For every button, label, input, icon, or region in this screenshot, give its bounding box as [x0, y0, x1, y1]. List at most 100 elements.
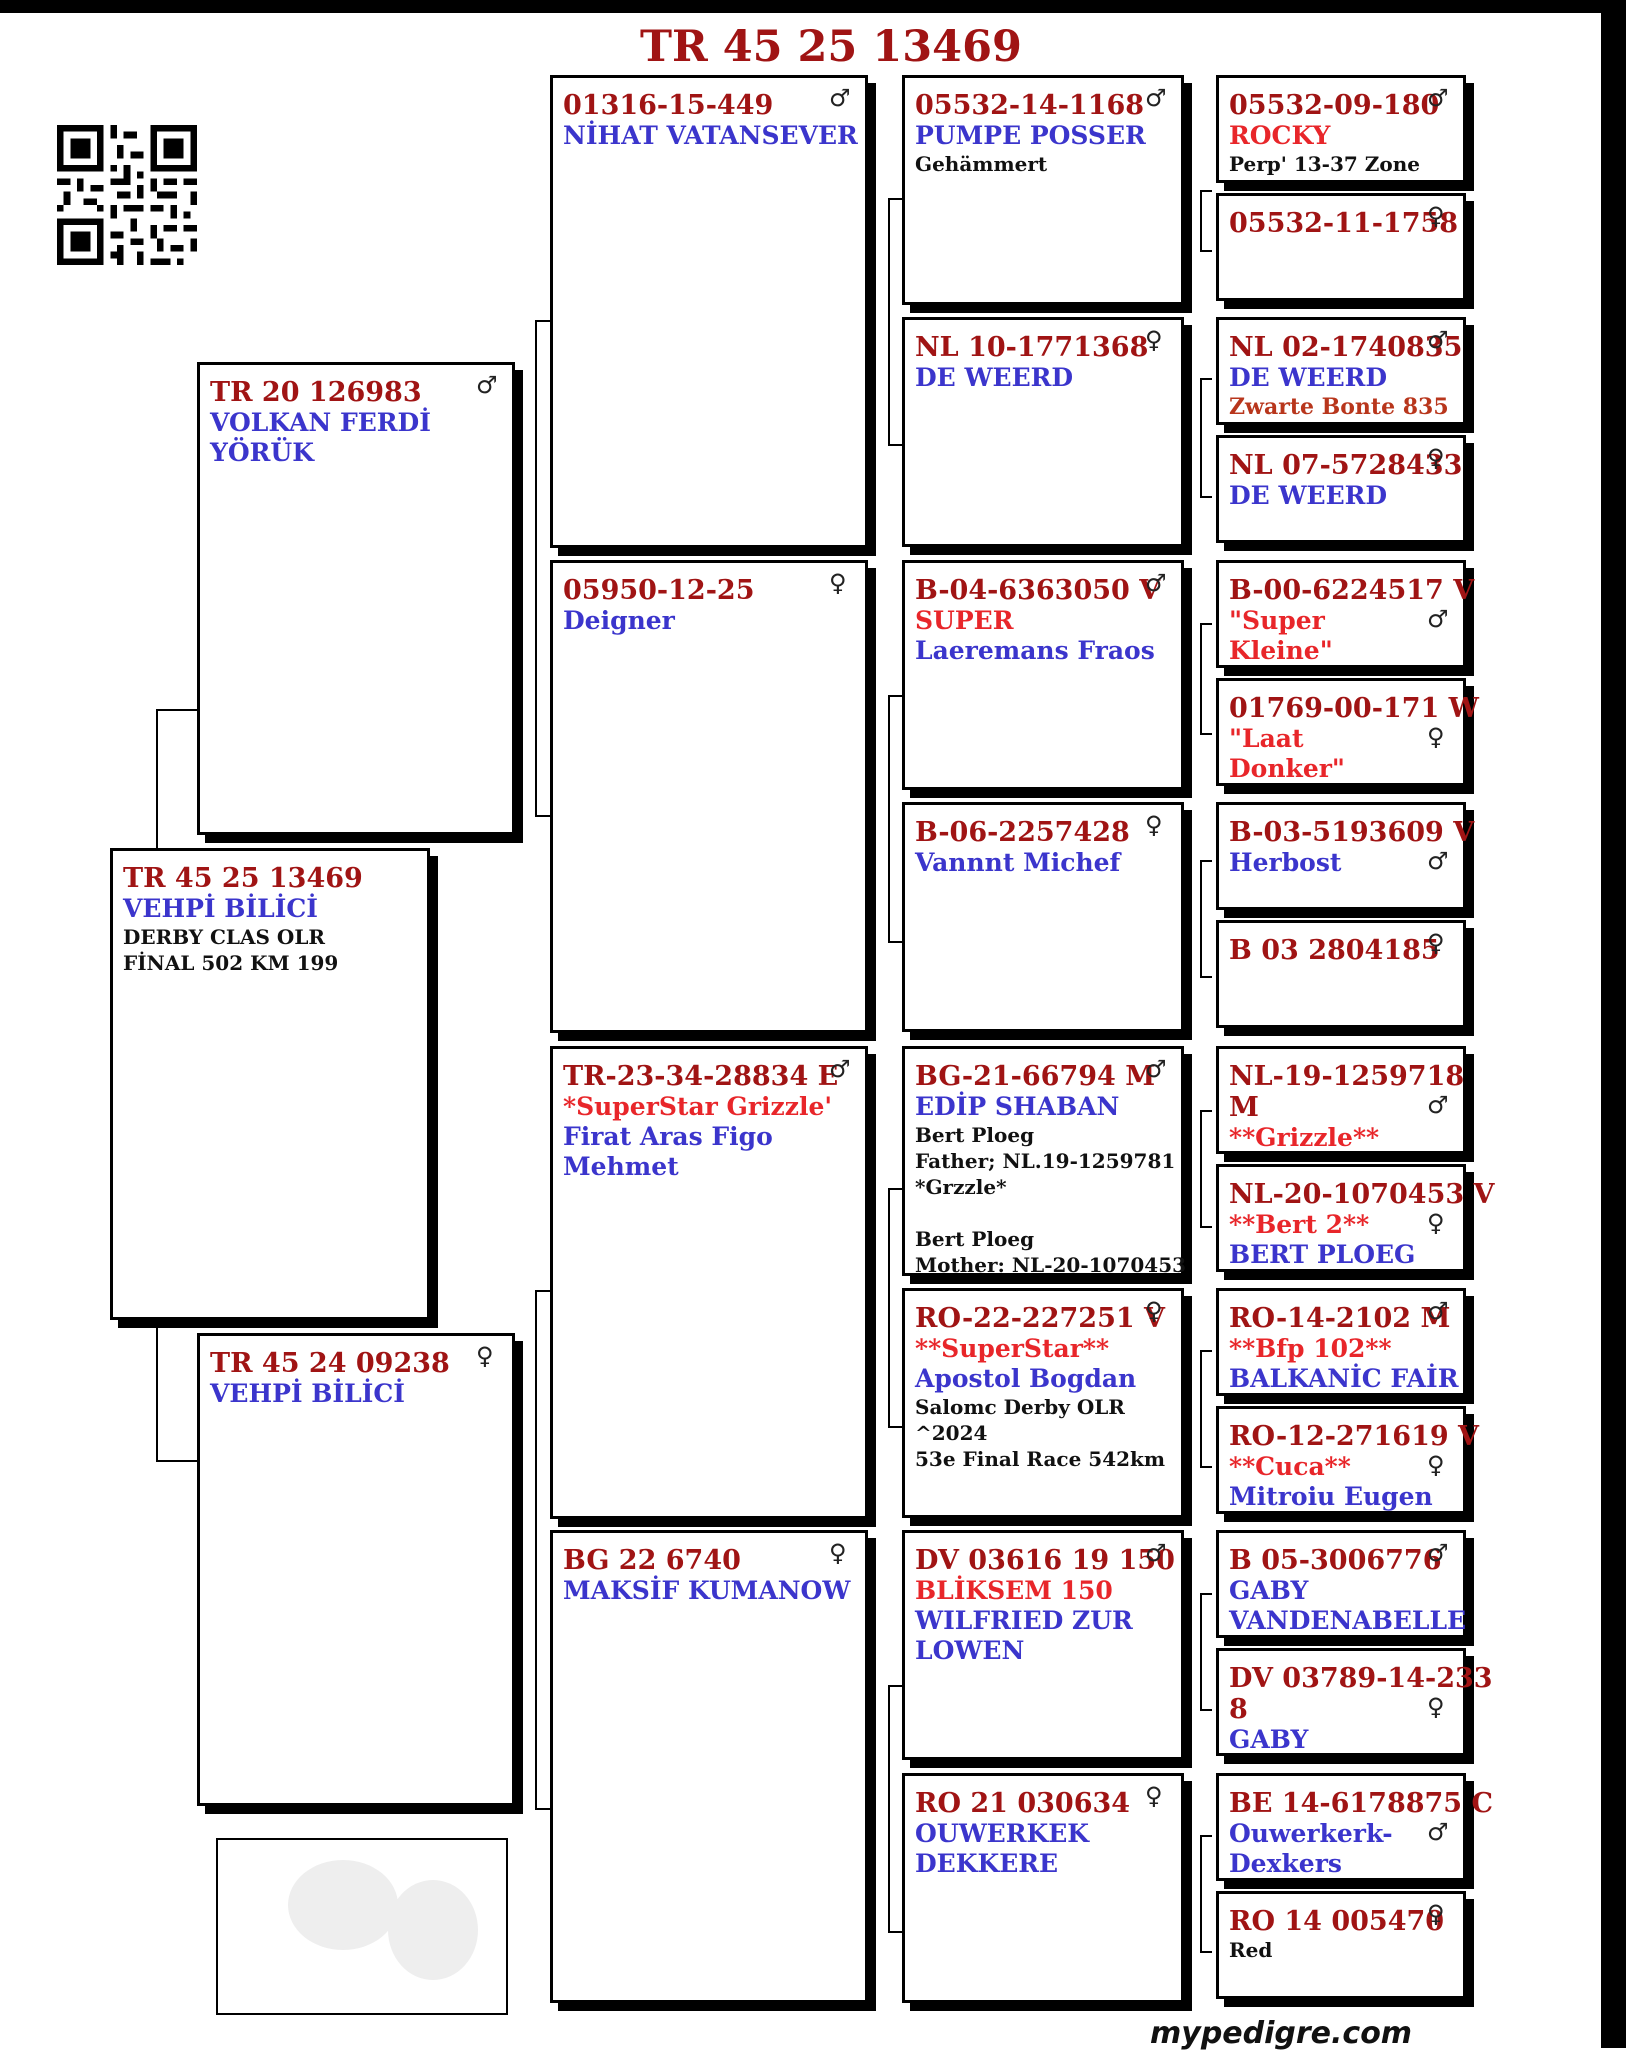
male-icon: ♂	[1427, 1818, 1449, 1846]
pigeon-name: *SuperStar Grizzle'	[563, 1092, 833, 1121]
pigeon-card-grandsire-maternal[interactable]: ♂ TR-23-34-28834 E *SuperStar Grizzle' F…	[550, 1046, 868, 1519]
pigeon-card-gen5-10[interactable]: ♀ NL-20-1070453 V **Bert 2** BERT PLOEG	[1216, 1164, 1495, 1272]
info-line: Bert Ploeg	[915, 1227, 1035, 1251]
pigeon-card-grandsire-paternal[interactable]: ♂ 01316-15-449 NİHAT VATANSEVER	[550, 75, 868, 548]
owner-name: GABY	[1229, 1576, 1309, 1605]
owner-name: DE WEERD	[1229, 481, 1388, 510]
pigeon-card-gen4-2[interactable]: ♀ NL 10-1771368 DE WEERD	[902, 317, 1184, 547]
ring-number: NL 10-1771368	[915, 332, 1149, 363]
owner-name: Firat Aras Figo	[563, 1122, 773, 1151]
ring-number: B 05-3006776	[1229, 1545, 1442, 1576]
pigeon-name: Kleine"	[1229, 636, 1333, 665]
ring-number: B-00-6224517 V	[1229, 575, 1475, 606]
pigeon-card-gen5-8[interactable]: ♀ B 03 2804185	[1216, 920, 1466, 1028]
pigeon-card-gen4-6[interactable]: ♀ RO-22-227251 V **SuperStar** Apostol B…	[902, 1288, 1184, 1518]
pigeon-card-gen5-5[interactable]: ♂ B-00-6224517 V "Super Kleine"	[1216, 560, 1475, 668]
pigeon-name: "Laat	[1229, 724, 1304, 753]
ring-number: 05532-11-1758	[1229, 208, 1459, 239]
female-icon: ♀	[1427, 444, 1445, 472]
female-icon: ♀	[1145, 1782, 1163, 1810]
ring-number: 05532-09-180	[1229, 90, 1440, 121]
blurred-photo	[288, 1860, 398, 1950]
right-border	[1601, 0, 1626, 2048]
pigeon-name: **Cuca**	[1229, 1452, 1351, 1481]
owner-name: OUWERKEK	[915, 1819, 1089, 1848]
pigeon-name: Zwarte Bonte 835	[1229, 394, 1449, 420]
ring-number: 01769-00-171 W	[1229, 693, 1480, 724]
ring-number: NL 02-1740835	[1229, 332, 1463, 363]
site-watermark: mypedigre.com	[1150, 2016, 1413, 2051]
owner-name: EDİP SHABAN	[915, 1092, 1120, 1121]
ring-number: TR 45 24 09238	[210, 1348, 450, 1379]
pigeon-card-gen5-2[interactable]: ♀ 05532-11-1758	[1216, 193, 1466, 301]
info-line: DERBY CLAS OLR	[123, 925, 326, 949]
info-line: FİNAL 502 KM 199	[123, 951, 339, 975]
pigeon-name: Donker"	[1229, 754, 1345, 783]
pigeon-card-gen4-8[interactable]: ♀ RO 21 030634 OUWERKEK DEKKERE	[902, 1773, 1184, 2003]
male-icon: ♂	[1145, 1539, 1167, 1567]
pigeon-card-gen5-7[interactable]: ♂ B-03-5193609 V Herbost	[1216, 802, 1475, 910]
pigeon-card-gen5-16[interactable]: ♀ RO 14 005470 Red	[1216, 1891, 1466, 1999]
pigeon-card-sire[interactable]: ♂ TR 20 126983 VOLKAN FERDİ YÖRÜK	[197, 362, 515, 835]
pigeon-card-gen4-4[interactable]: ♀ B-06-2257428 Vannnt Michef	[902, 802, 1184, 1032]
pigeon-card-gen4-5[interactable]: ♂ BG-21-66794 M EDİP SHABAN Bert Ploeg F…	[902, 1046, 1186, 1277]
owner-name: Vannnt Michef	[915, 848, 1121, 877]
female-icon: ♀	[829, 1539, 847, 1567]
ring-number: 05950-12-25	[563, 575, 755, 606]
pigeon-name: **SuperStar**	[915, 1334, 1110, 1363]
info-line	[915, 1200, 1171, 1226]
pigeon-card-gen5-12[interactable]: ♀ RO-12-271619 V **Cuca** Mitroiu Eugen	[1216, 1406, 1479, 1514]
pigeon-name: **Bfp 102**	[1229, 1334, 1392, 1363]
pigeon-card-gen4-7[interactable]: ♂ DV 03616 19 150 BLİKSEM 150 WILFRIED Z…	[902, 1530, 1184, 1760]
male-icon: ♂	[1427, 847, 1449, 875]
pigeon-card-gen5-9[interactable]: ♂ NL-19-1259718 M **Grizzle**	[1216, 1046, 1466, 1154]
male-icon: ♂	[1145, 1055, 1167, 1083]
bracket-gen3-2	[888, 695, 902, 943]
bracket-gen3-4	[888, 1685, 902, 1933]
female-icon: ♀	[1427, 1693, 1445, 1721]
ring-number: B 03 2804185	[1229, 935, 1440, 966]
owner-name: Apostol Bogdan	[915, 1364, 1137, 1393]
ring-number: B-03-5193609 V	[1229, 817, 1475, 848]
owner-name: GABY	[1229, 1725, 1309, 1754]
pigeon-card-gen5-14[interactable]: ♀ DV 03789-14-233 8 GABY	[1216, 1648, 1493, 1756]
pigeon-card-granddam-paternal[interactable]: ♀ 05950-12-25 Deigner	[550, 560, 868, 1033]
pigeon-card-gen5-11[interactable]: ♂ RO-14-2102 M **Bfp 102** BALKANİC FAİR	[1216, 1288, 1466, 1396]
pigeon-card-gen4-3[interactable]: ♂ B-04-6363050 V SUPER Laeremans Fraos	[902, 560, 1184, 790]
pigeon-card-gen4-1[interactable]: ♂ 05532-14-1168 PUMPE POSSER Gehämmert	[902, 75, 1184, 305]
pigeon-card-dam[interactable]: ♀ TR 45 24 09238 VEHPİ BİLİCİ	[197, 1333, 515, 1806]
male-icon: ♂	[1427, 605, 1449, 633]
ring-number: B-04-6363050 V	[915, 575, 1161, 606]
female-icon: ♀	[1427, 1900, 1445, 1928]
bracket-gen3-1	[888, 198, 902, 446]
female-icon: ♀	[1427, 1451, 1445, 1479]
owner-name: DEKKERE	[915, 1849, 1059, 1878]
bracket-gen4-2	[1200, 378, 1212, 498]
ring-number: TR 20 126983	[210, 377, 422, 408]
pigeon-card-gen5-4[interactable]: ♀ NL 07-5728433 DE WEERD	[1216, 435, 1466, 543]
bracket-gen2-top	[535, 320, 551, 817]
owner-name: NİHAT VATANSEVER	[563, 121, 858, 150]
male-icon: ♂	[1427, 1297, 1449, 1325]
pigeon-card-gen5-13[interactable]: ♂ B 05-3006776 GABY VANDENABELLE	[1216, 1530, 1466, 1638]
pigeon-card-granddam-maternal[interactable]: ♀ BG 22 6740 MAKSİF KUMANOW	[550, 1530, 868, 2003]
bracket-gen4-7	[1200, 1593, 1212, 1711]
info-line: Bert Ploeg	[915, 1123, 1035, 1147]
ring-number: M	[1229, 1092, 1259, 1123]
pigeon-card-gen5-6[interactable]: ♀ 01769-00-171 W "Laat Donker"	[1216, 678, 1480, 786]
info-line: Gehämmert	[915, 152, 1048, 176]
info-line: 53e Final Race 542km	[915, 1447, 1166, 1471]
bracket-gen4-4	[1200, 860, 1212, 978]
male-icon: ♂	[1145, 569, 1167, 597]
female-icon: ♀	[1427, 202, 1445, 230]
info-line: Perp' 13-37 Zone	[1229, 152, 1420, 176]
ring-number: RO-22-227251 V	[915, 1303, 1166, 1334]
female-icon: ♀	[1145, 1297, 1163, 1325]
owner-name: LOWEN	[915, 1636, 1025, 1665]
pigeon-card-gen5-1[interactable]: ♂ 05532-09-180 ROCKY Perp' 13-37 Zone	[1216, 75, 1466, 183]
pigeon-card-gen5-3[interactable]: ♂ NL 02-1740835 DE WEERD Zwarte Bonte 83…	[1216, 317, 1466, 425]
owner-name: YÖRÜK	[210, 438, 314, 467]
pigeon-card-subject[interactable]: TR 45 25 13469 VEHPİ BİLİCİ DERBY CLAS O…	[110, 848, 430, 1320]
pigeon-card-gen5-15[interactable]: ♂ BE 14-6178875 C Ouwerkerk- Dexkers	[1216, 1773, 1493, 1881]
ring-number: DV 03789-14-233	[1229, 1663, 1493, 1694]
